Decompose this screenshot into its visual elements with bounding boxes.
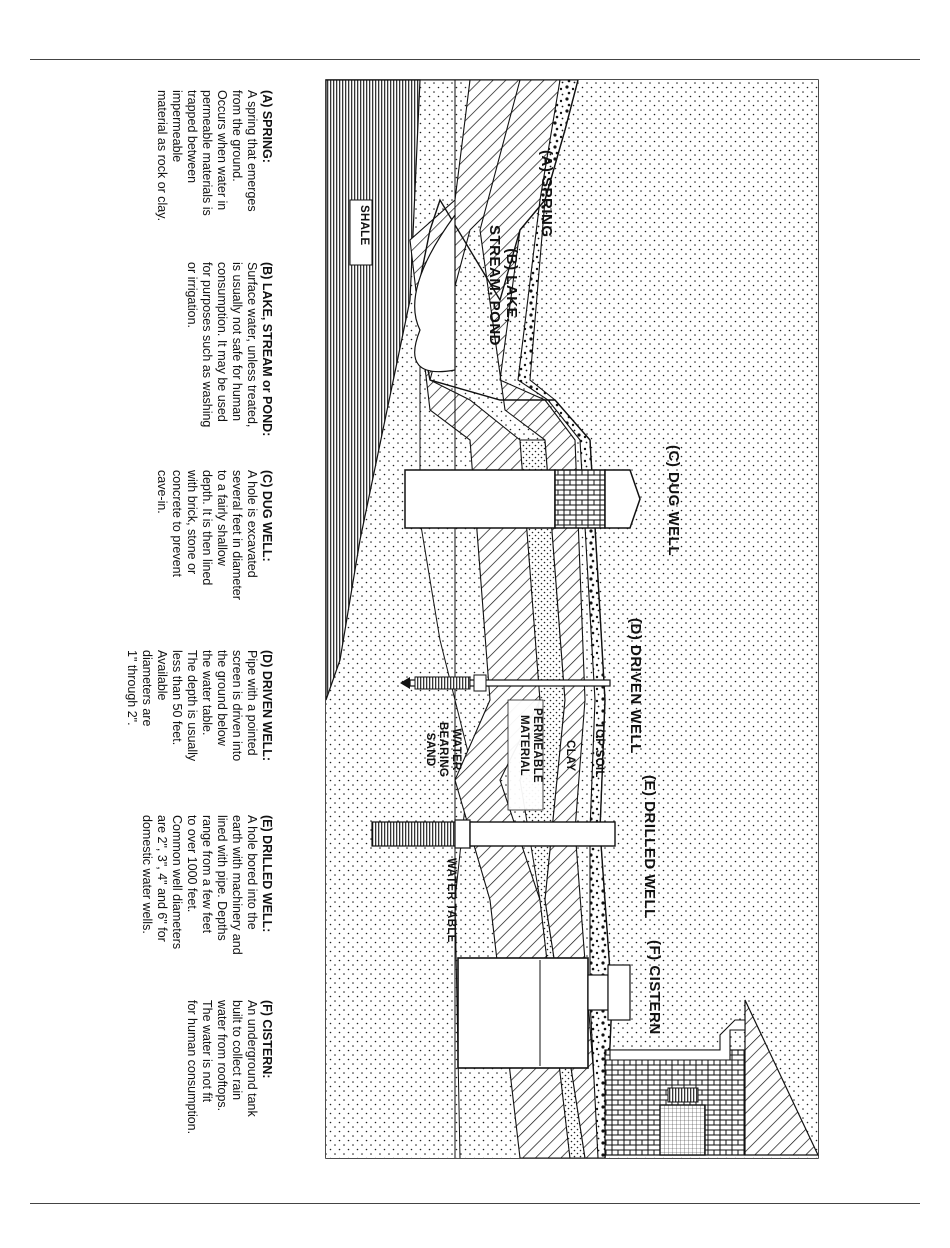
label-clay-text: CLAY [564, 740, 576, 772]
label-shale-text: SHALE [358, 205, 370, 246]
description-body: A hole bored into the earth with machine… [140, 815, 259, 955]
label-top-soil: TOP SOIL [592, 722, 605, 778]
description-body: A spring that emerges from the ground. O… [155, 90, 259, 222]
description-heading: (F) CISTERN: [260, 1000, 274, 1079]
description-spring: (A) SPRING: A spring that emerges from t… [154, 90, 274, 221]
title-cistern: (F) CISTERN [646, 940, 663, 1035]
title-cistern-text: (F) CISTERN [646, 940, 663, 1035]
description-lake: (B) LAKE, STREAM or POND: Surface water,… [184, 262, 274, 436]
label-clay: CLAY [563, 740, 576, 771]
title-spring: (A) SPRING [538, 150, 555, 238]
top-rule [30, 59, 920, 60]
title-lake-text: (B) LAKE, STREAM, POND [486, 225, 520, 347]
title-dug-well: (C) DUG WELL [665, 445, 682, 556]
title-drilled-text: (E) DRILLED WELL [641, 775, 658, 919]
description-heading: (A) SPRING: [260, 90, 274, 163]
description-driven-well: (D) DRIVEN WELL: Pipe with a pointed scr… [124, 650, 274, 761]
label-water-table: WATER TABLE [444, 858, 457, 943]
title-driven-text: (D) DRIVEN WELL [627, 618, 644, 754]
label-water-table-text: WATER TABLE [445, 858, 457, 943]
label-water-sand-text: WATER BEARING SAND [424, 722, 462, 778]
title-driven-well: (D) DRIVEN WELL [627, 618, 644, 754]
title-spring-text: (A) SPRING [538, 150, 555, 238]
description-heading: (E) DRILLED WELL: [260, 815, 274, 933]
title-drilled-well: (E) DRILLED WELL [641, 775, 658, 919]
description-heading: (C) DUG WELL: [260, 470, 274, 562]
description-heading: (B) LAKE, STREAM or POND: [260, 262, 274, 437]
description-cistern: (F) CISTERN: An underground tank built t… [184, 1000, 274, 1134]
label-top-soil-text: TOP SOIL [593, 722, 605, 778]
description-dug-well: (C) DUG WELL: A hole is excavated severa… [154, 470, 274, 600]
label-shale: SHALE [357, 205, 370, 245]
description-heading: (D) DRIVEN WELL: [260, 650, 274, 762]
description-drilled-well: (E) DRILLED WELL: A hole bored into the … [139, 815, 274, 955]
description-body: A hole is excavated several feet in diam… [155, 470, 259, 600]
description-body: An underground tank built to collect rai… [185, 1000, 259, 1135]
bottom-rule [30, 1203, 920, 1204]
title-lake: (B) LAKE, STREAM, POND [486, 225, 520, 346]
label-water-bearing-sand: WATER BEARING SAND [423, 722, 462, 777]
label-permeable-text: PERMEABLE MATERIAL [518, 708, 543, 783]
title-dug-text: (C) DUG WELL [665, 445, 682, 556]
label-permeable-material: PERMEABLE MATERIAL [517, 708, 543, 783]
description-body: Surface water, unless treated, is usuall… [185, 262, 259, 428]
description-body: Pipe with a pointed screen is driven int… [125, 650, 259, 762]
